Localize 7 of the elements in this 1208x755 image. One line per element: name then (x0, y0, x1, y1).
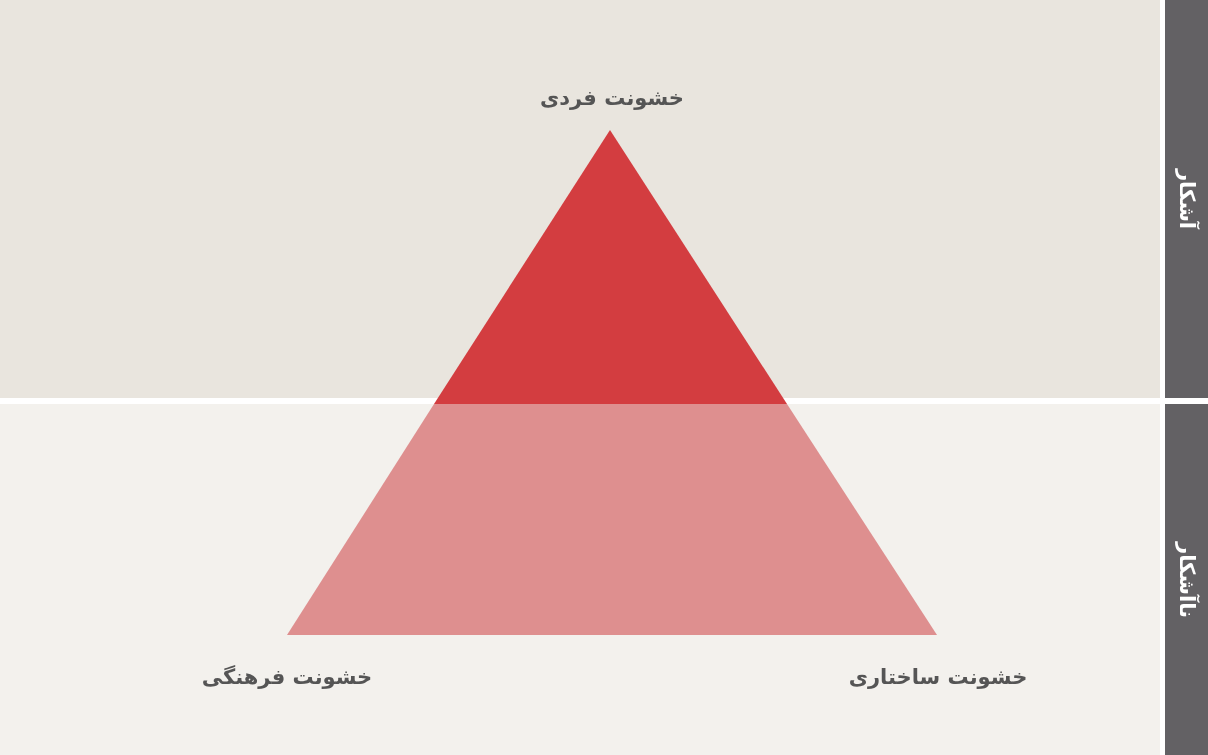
corner-label: خشونت فردی (540, 86, 684, 110)
side-tab (1165, 404, 1208, 755)
side-tab (1165, 0, 1208, 398)
corner-label: خشونت فرهنگی (201, 665, 373, 689)
tab-label: ناآشکار (1174, 541, 1199, 618)
tab-label: آشکار (1174, 169, 1199, 229)
corner-label: خشونت ساختاری (848, 665, 1028, 689)
